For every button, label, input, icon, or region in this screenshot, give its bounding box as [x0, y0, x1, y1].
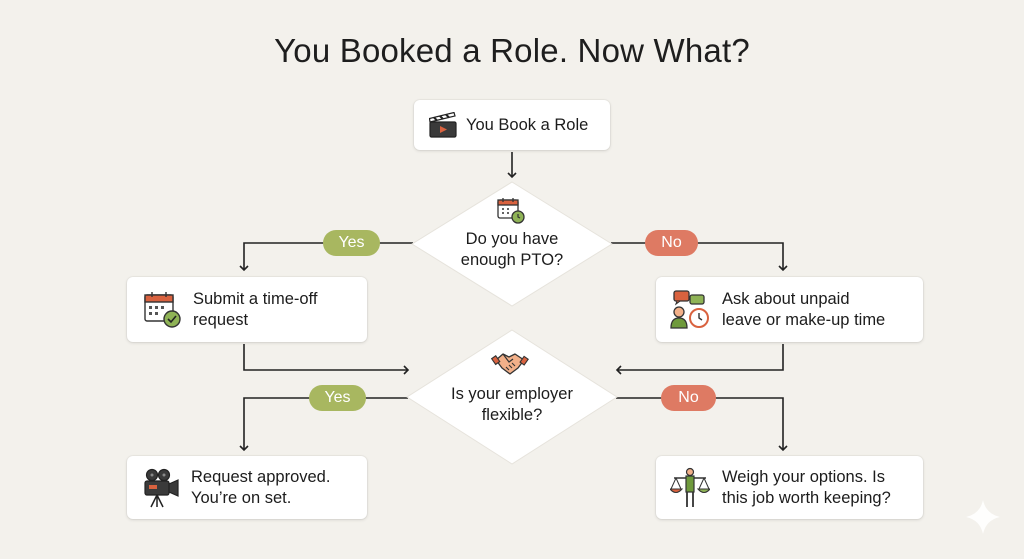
- node-start: You Book a Role: [414, 100, 610, 150]
- clapperboard-icon: [428, 110, 458, 140]
- node-submit-request: Submit a time-off request: [127, 277, 367, 342]
- weigh-options-line2: this job worth keeping?: [722, 488, 891, 507]
- employer-no-label: No: [661, 385, 716, 411]
- approved-line2: You’re on set.: [191, 488, 292, 507]
- chat-person-clock-icon: [670, 289, 710, 330]
- submit-request-line2: request: [193, 310, 249, 329]
- node-start-label: You Book a Role: [466, 115, 589, 134]
- edge-ask-to-employer: [615, 344, 784, 375]
- approved-line1: Request approved.: [191, 467, 331, 486]
- submit-request-line1: Submit a time-off: [193, 289, 318, 308]
- balance-scale-icon: [670, 467, 710, 509]
- ask-unpaid-line1: Ask about unpaid: [722, 289, 850, 308]
- ask-unpaid-line2: leave or make-up time: [722, 310, 886, 329]
- calendar-check-icon: [143, 290, 183, 330]
- weigh-options-line1: Weigh your options. Is: [722, 467, 885, 486]
- node-approved: Request approved. You’re on set.: [127, 456, 367, 519]
- employer-yes-label: Yes: [309, 385, 366, 411]
- employer-question-text: Is your employer flexible?: [451, 385, 573, 424]
- pto-no-label: No: [645, 230, 698, 256]
- calendar-clock-icon: [497, 198, 525, 224]
- page-title: You Booked a Role. Now What?: [274, 32, 750, 69]
- movie-camera-icon: [143, 468, 181, 508]
- node-ask-unpaid: Ask about unpaid leave or make-up time: [656, 277, 923, 342]
- diamond-pto-question: [411, 181, 613, 307]
- edge-submit-to-employer: [243, 344, 410, 375]
- diamond-employer-question: [406, 329, 618, 465]
- pto-yes-label: Yes: [323, 230, 380, 256]
- sparkle-icon: [966, 500, 1000, 534]
- handshake-icon: [490, 353, 529, 375]
- pto-question-text: Do you have enough PTO?: [460, 230, 564, 269]
- node-weigh-options: Weigh your options. Is this job worth ke…: [656, 456, 923, 519]
